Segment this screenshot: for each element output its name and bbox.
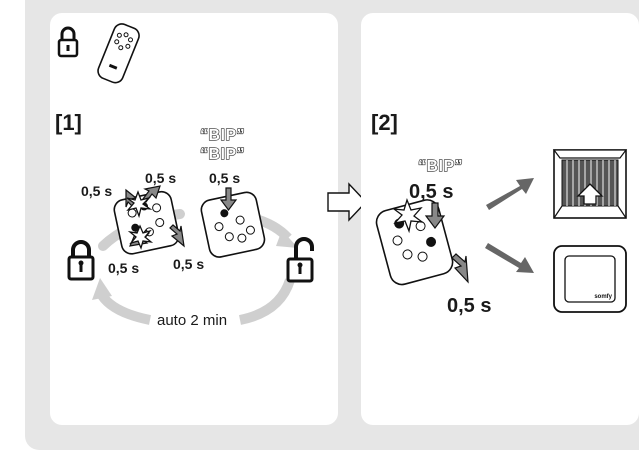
arrow-to-switch [485,243,534,273]
bip-sound-label: “BIP” [199,146,246,163]
bip-sound-label: “BIP” [417,158,464,175]
press-duration-label: 0,5 s [447,295,492,317]
star-burst-icon [126,190,154,250]
step-2-label: [2] [371,110,398,135]
star-burst-icon [391,198,425,234]
auto-timeout-label: auto 2 min [155,312,230,329]
padlock-closed-icon [57,26,79,58]
bip-sound-label: “BIP” [199,127,246,144]
press-duration-label: 0,5 s [145,170,177,186]
wall-switch-icon: somfy [553,245,627,313]
press-arrows [424,202,469,284]
remote-control-second [200,191,266,258]
step-1-panel [50,13,338,425]
step-1-label: [1] [55,110,82,135]
press-duration-label: 0,5 s [108,260,140,276]
remote-control-icon [97,23,140,84]
garage-door-icon [552,149,628,219]
press-duration-label: 0,5 s [81,183,113,199]
padlock-closed-large-icon [67,240,95,281]
press-duration-label: 0,5 s [173,256,205,272]
arrow-to-garage [486,178,534,210]
padlock-open-icon [286,237,314,283]
press-duration-label: 0,5 s [409,181,454,203]
switch-brand-logo: somfy [594,294,612,300]
press-duration-label: 0,5 s [209,170,241,186]
